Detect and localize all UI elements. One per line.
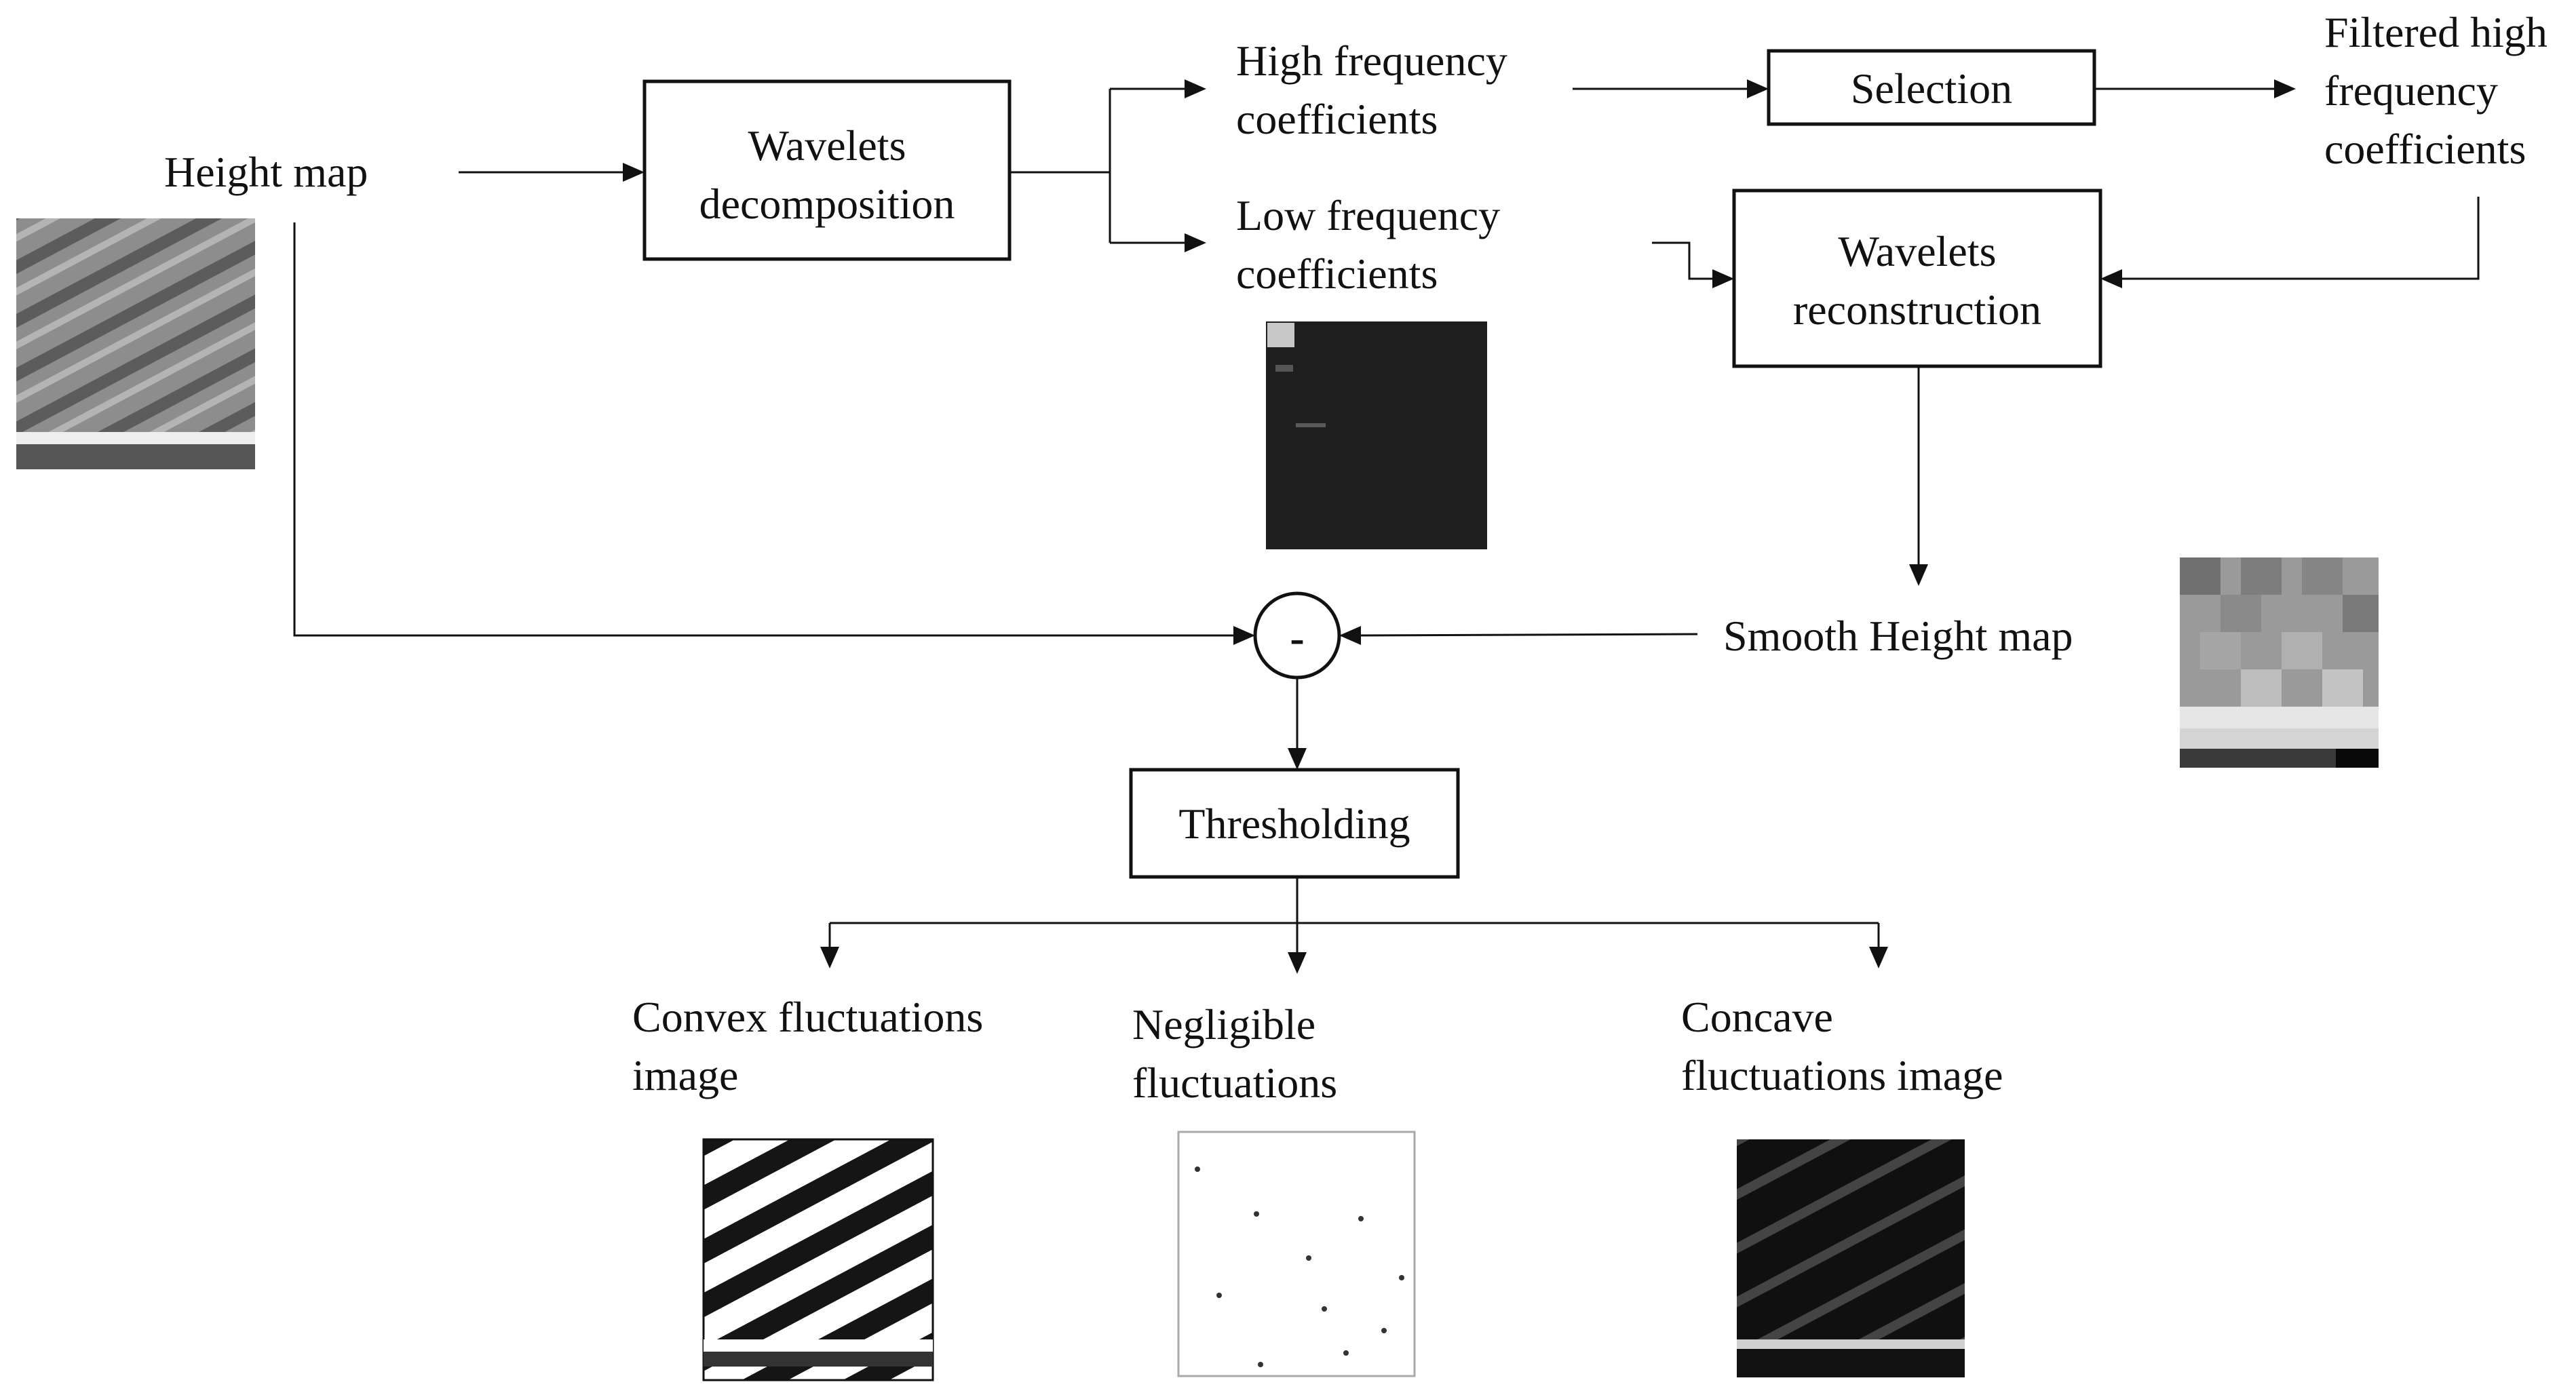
- convex-fluctuations-label-line1: Convex fluctuations: [632, 993, 983, 1041]
- high-frequency-label-line2: coefficients: [1236, 95, 1438, 143]
- concave-fluctuations-thumbnail: [1737, 1139, 1965, 1377]
- smooth-height-map-label: Smooth Height map: [1723, 612, 2073, 660]
- smooth-height-map-thumbnail: [2180, 557, 2379, 768]
- wavelets-decomposition-label-line2: decomposition: [699, 180, 955, 228]
- arrowhead: [623, 163, 645, 182]
- filtered-high-frequency-label-line3: coefficients: [2324, 125, 2526, 173]
- arrowhead: [1869, 947, 1888, 968]
- arrowhead: [2274, 79, 2296, 98]
- arrowhead: [1712, 269, 1734, 288]
- arrowhead: [1185, 233, 1206, 252]
- concave-fluctuations-label-line2: fluctuations image: [1681, 1051, 2003, 1099]
- connectors: [293, 79, 2480, 974]
- convex-fluctuations-label-line2: image: [632, 1051, 738, 1099]
- thresholding-label: Thresholding: [1178, 800, 1410, 848]
- height-map-thumbnail: [16, 218, 255, 469]
- convex-fluctuations-thumbnail: [702, 1138, 934, 1381]
- arrowhead: [1909, 564, 1928, 586]
- arrowhead: [1233, 626, 1255, 645]
- subtract-operator-symbol: -: [1290, 614, 1304, 662]
- arrow-low-frequency-to-reconstruction: [1652, 241, 1716, 280]
- filtered-high-frequency-label-line2: frequency: [2324, 66, 2498, 115]
- wavelets-decomposition-box: Wavelets decomposition: [642, 79, 1012, 261]
- arrow-smooth-to-subtract: [1356, 633, 1698, 637]
- wavelets-reconstruction-box: Wavelets reconstruction: [1732, 189, 2102, 368]
- concave-fluctuations-label-line1: Concave: [1681, 993, 1833, 1041]
- subtract-operator: -: [1253, 591, 1341, 680]
- high-frequency-label-line1: High frequency: [1236, 37, 1507, 85]
- height-map-label: Height map: [164, 148, 368, 196]
- filtered-high-frequency-label-line1: Filtered high: [2324, 8, 2548, 56]
- wavelets-reconstruction-label-line1: Wavelets: [1839, 227, 1997, 275]
- low-frequency-label-line1: Low frequency: [1236, 191, 1500, 239]
- low-frequency-label-line2: coefficients: [1236, 250, 1438, 298]
- arrowhead: [1185, 79, 1206, 98]
- selection-label: Selection: [1851, 64, 2012, 113]
- arrow-filtered-to-reconstruction: [2118, 197, 2480, 280]
- arrowhead: [1288, 748, 1307, 770]
- negligible-fluctuations-label-line1: Negligible: [1132, 1000, 1315, 1048]
- thresholding-box: Thresholding: [1129, 768, 1460, 879]
- low-frequency-thumbnail: [1266, 321, 1487, 549]
- arrowhead: [1747, 79, 1769, 98]
- selection-box: Selection: [1767, 49, 2096, 126]
- arrowhead: [1339, 626, 1361, 645]
- wavelets-reconstruction-label-line2: reconstruction: [1793, 286, 2041, 334]
- arrowhead: [2100, 269, 2122, 288]
- negligible-fluctuations-label-line2: fluctuations: [1132, 1059, 1337, 1107]
- arrow-height-map-to-subtract: [293, 222, 1237, 637]
- arrowhead: [1288, 952, 1307, 974]
- wavelets-decomposition-label-line1: Wavelets: [748, 121, 906, 170]
- negligible-fluctuations-thumbnail: [1177, 1131, 1416, 1377]
- arrowhead: [820, 947, 839, 968]
